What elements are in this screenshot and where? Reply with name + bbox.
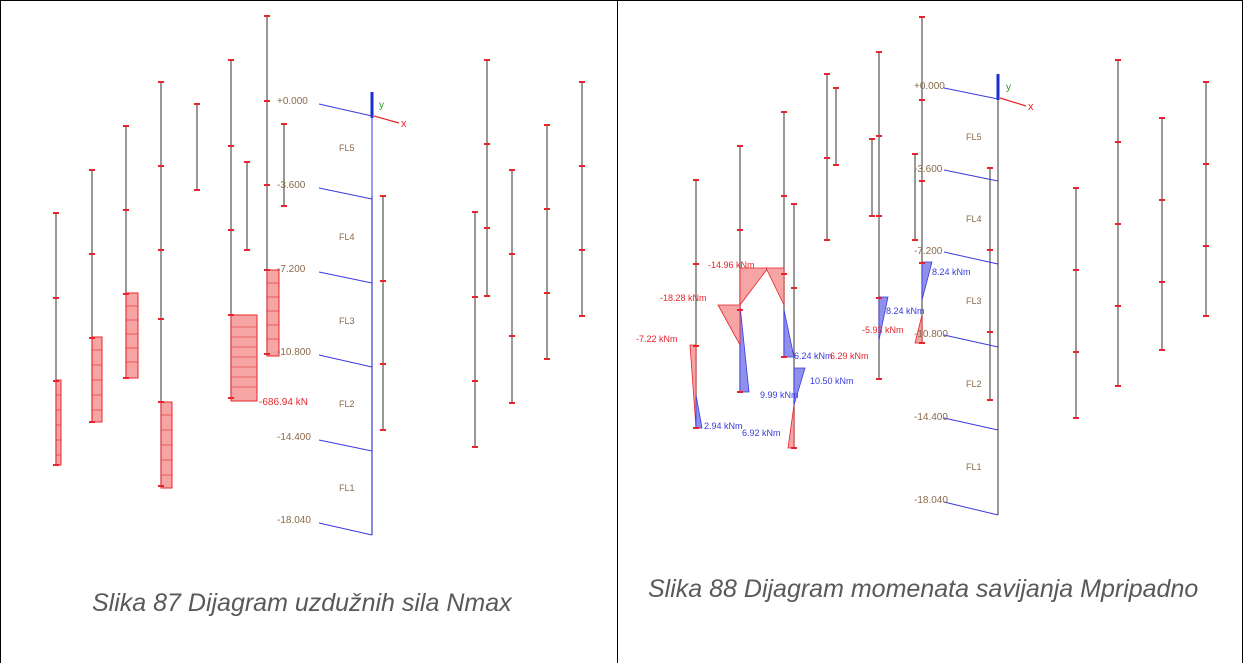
floor-label: FL2 [966,379,982,389]
moment-label: -5.93 kNm [862,325,904,335]
axial-force-diagram: x y +0.000 -3.600 -7.200 -10.800 -14.400… [53,15,585,536]
moment-label: 6.24 kNm [794,351,833,361]
level-line [943,417,999,431]
level-label: -14.400 [277,432,311,443]
level-line [318,187,373,200]
floor-label: FL1 [966,462,982,472]
left-panel: x y +0.000 -3.600 -7.200 -10.800 -14.400… [1,0,617,663]
force-fill [266,269,280,357]
moment-fill-blue [739,304,750,393]
moment-fill-blue [793,367,806,406]
floor-label: FL4 [339,232,355,242]
moment-label: 8.24 kNm [886,306,925,316]
level-label: -10.800 [914,329,948,340]
moment-fill-red [717,304,741,346]
floor-label: FL4 [966,214,982,224]
right-floor-labels: FL5 FL4 FL3 FL2 FL1 [966,132,982,472]
level-label: +0.000 [277,96,308,107]
right-columns [695,17,1207,515]
moment-fill-red [765,267,785,306]
table-border-left [0,0,1,663]
axis-x-label: x [401,118,407,130]
left-support-markers [53,15,585,487]
level-line [943,501,999,516]
level-line [943,87,999,100]
force-fill [91,336,103,423]
force-fill [55,379,62,466]
moment-fill-red [739,267,769,307]
level-line [318,271,373,284]
left-level-labels: +0.000 -3.600 -7.200 -10.800 -14.400 -18… [277,96,311,526]
moment-fill-blue [878,296,889,341]
level-label: -3.600 [277,180,306,191]
moment-fill-blue [921,261,933,301]
floor-label: FL3 [966,296,982,306]
level-label: +0.000 [914,81,945,92]
axis-x-arrow [373,115,400,124]
level-label: -18.040 [914,495,948,506]
moment-label: -7.22 kNm [636,334,678,344]
level-label: -14.400 [914,412,948,423]
axis-x-arrow [999,97,1027,107]
moment-fill-red [689,344,697,429]
axial-force-fills [55,269,280,489]
right-figure-caption: Slika 88 Dijagram momenata savijanja Mpr… [648,575,1199,603]
level-line [943,169,999,182]
axial-force-hatching [56,282,279,476]
moment-fill-red [914,314,923,344]
level-axis: x y [318,92,407,536]
axis-y-label: y [379,100,384,111]
floor-label: FL3 [339,316,355,326]
left-columns [55,16,583,535]
level-line [318,103,373,117]
level-line [943,251,999,265]
level-label: -10.800 [277,347,311,358]
moment-value-labels: -14.96 kNm -18.28 kNm -7.22 kNm 8.24 kNm… [636,260,971,438]
table-border-middle [617,0,618,663]
level-line [943,334,999,348]
moment-label: 6.29 kNm [830,351,869,361]
force-fill [125,292,139,379]
moment-label: 8.24 kNm [932,267,971,277]
axis-x-label: x [1028,101,1034,113]
moment-fills [689,261,933,449]
level-line [318,522,373,536]
left-floor-labels: FL5 FL4 FL3 FL2 FL1 [339,143,355,493]
floor-label: FL2 [339,399,355,409]
moment-label: 9.99 kNm [760,390,799,400]
axial-force-value: -686.94 kN [259,397,308,408]
moment-fill-blue [695,394,703,429]
moment-fill-blue [783,309,795,358]
left-figure-caption: Slika 87 Dijagram uzdužnih sila Nmax [92,589,512,617]
moment-label: 10.50 kNm [810,376,854,386]
level-label: -3.600 [914,164,943,175]
force-fill [230,314,258,402]
moment-label: -18.28 kNm [660,293,707,303]
level-label: -18.040 [277,515,311,526]
level-line [318,439,373,452]
moment-label: 6.92 kNm [742,428,781,438]
floor-label: FL5 [339,143,355,153]
moment-fill-red [787,404,795,449]
level-line [318,354,373,368]
level-label: -7.200 [277,264,306,275]
floor-label: FL5 [966,132,982,142]
floor-label: FL1 [339,483,355,493]
right-support-markers [693,16,1209,449]
table-border-top [0,0,1243,1]
moment-label: 2.94 kNm [704,421,743,431]
moment-label: -14.96 kNm [708,260,755,270]
level-label: -7.200 [914,246,943,257]
right-level-axis: x y [943,74,1034,516]
right-panel: x y +0.000 -3.600 -7.200 -10.800 -14.400… [618,0,1242,663]
axis-y-label: y [1006,82,1011,93]
bending-moment-diagram: x y +0.000 -3.600 -7.200 -10.800 -14.400… [636,16,1209,516]
right-level-labels: +0.000 -3.600 -7.200 -10.800 -14.400 -18… [914,81,948,506]
